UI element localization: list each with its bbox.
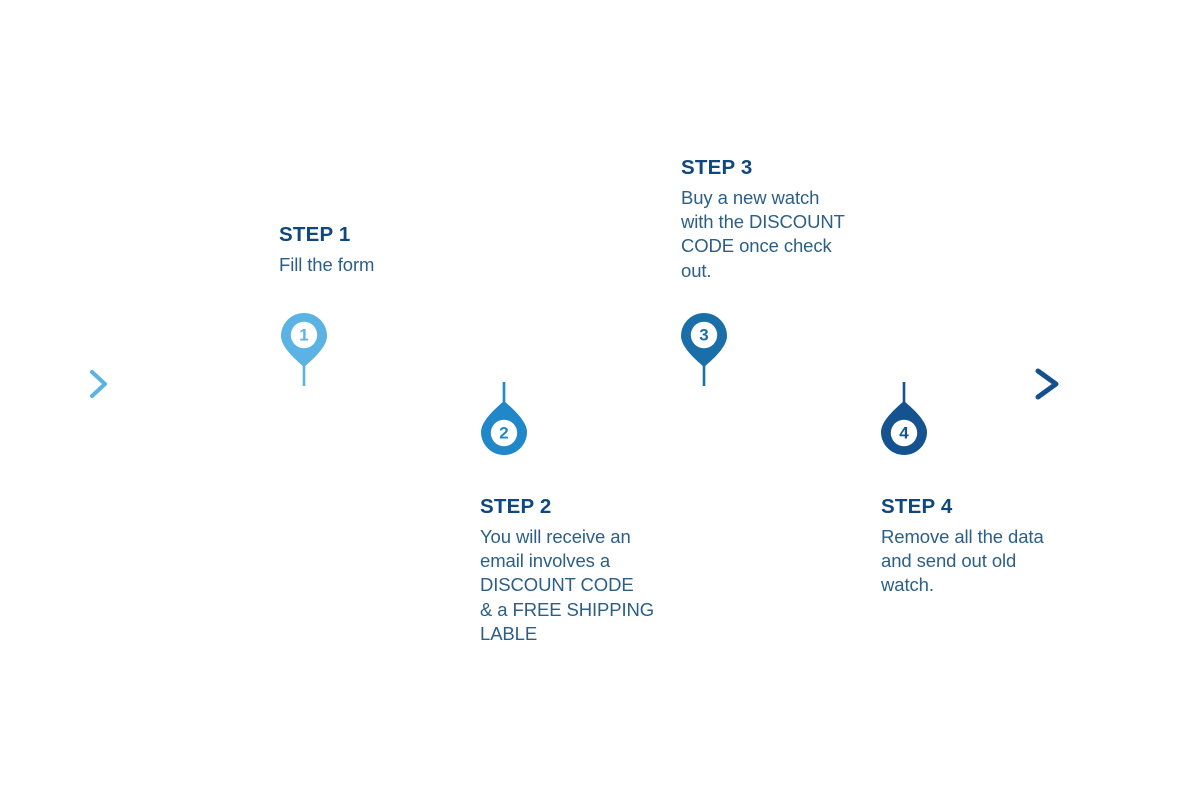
step-title-2: STEP 2 (480, 495, 552, 518)
step-title-3: STEP 3 (681, 156, 753, 179)
step-desc-line: watch. (881, 574, 934, 596)
pin-number-1: 1 (299, 326, 308, 345)
step-description-4: Remove all the data and send out old wat… (881, 525, 1096, 598)
step-title-4: STEP 4 (881, 495, 953, 518)
step-description-3: Buy a new watch with the DISCOUNT CODE o… (681, 186, 896, 284)
step-text-2: STEP 2 You will receive an email involve… (480, 494, 695, 647)
step-text-4: STEP 4 Remove all the data and send out … (881, 494, 1096, 598)
step-desc-line: Buy a new watch (681, 186, 820, 208)
step-text-1: STEP 1 Fill the form (279, 222, 494, 277)
step-desc-line: CODE once check (681, 235, 832, 257)
timeline-marker-3[interactable]: 3 (680, 312, 728, 386)
pin-inner-circle-4 (890, 419, 918, 447)
step-desc-line: email involves a (480, 550, 611, 572)
timeline-marker-1[interactable]: 1 (280, 312, 328, 386)
step-description-2: You will receive an email involves a DIS… (480, 525, 695, 647)
timeline-start-chevron (90, 370, 107, 398)
pin-number-4: 4 (899, 424, 909, 443)
step-desc-line: Remove all the data (881, 525, 1044, 547)
pin-inner-circle-1 (290, 321, 318, 349)
timeline-marker-2[interactable]: 2 (480, 382, 528, 456)
pin-number-2: 2 (499, 424, 508, 443)
step-desc-line: and send out old (881, 550, 1017, 572)
step-description-1: Fill the form (279, 253, 494, 277)
timeline-marker-4[interactable]: 4 (880, 382, 928, 456)
step-desc-line: Fill the form (279, 253, 375, 275)
step-desc-line: LABLE (480, 623, 538, 645)
step-title-1: STEP 1 (279, 223, 351, 246)
step-desc-line: with the DISCOUNT (681, 211, 845, 233)
pin-number-3: 3 (699, 326, 708, 345)
pin-inner-circle-2 (490, 419, 518, 447)
step-desc-line: You will receive an (480, 525, 631, 547)
timeline-end-arrow (1035, 368, 1059, 400)
step-desc-line: out. (681, 259, 712, 281)
step-desc-line: DISCOUNT CODE (480, 574, 634, 596)
pin-inner-circle-3 (690, 321, 718, 349)
step-desc-line: & a FREE SHIPPING (480, 598, 655, 620)
step-text-3: STEP 3 Buy a new watch with the DISCOUNT… (681, 155, 896, 283)
